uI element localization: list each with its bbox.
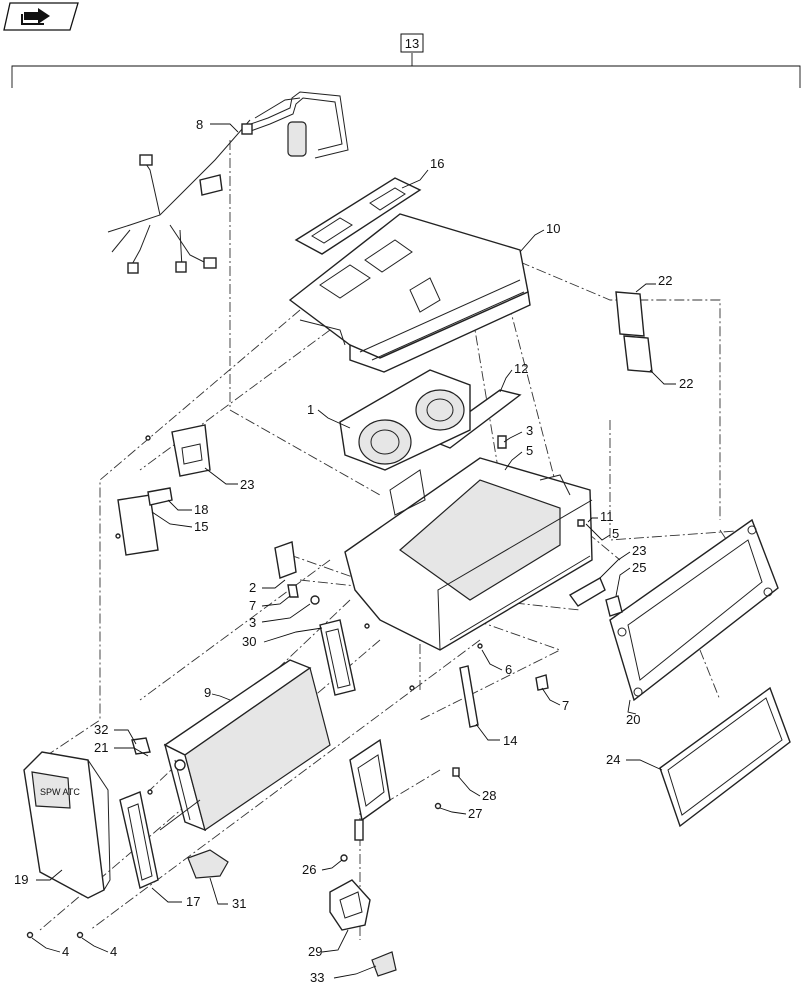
callout-4-right: 4 xyxy=(110,944,117,959)
lower-housing xyxy=(344,457,593,651)
callout-18: 18 xyxy=(194,502,208,517)
callout-11: 11 xyxy=(600,509,614,524)
fasteners xyxy=(26,435,585,939)
filter-frame xyxy=(609,518,779,702)
callout-30: 30 xyxy=(242,634,256,649)
callout-32: 32 xyxy=(94,722,108,737)
actuator-bracket xyxy=(349,738,391,841)
upper-housing xyxy=(288,213,531,373)
callout-33: 33 xyxy=(310,970,324,985)
callout-22-bottom: 22 xyxy=(679,376,693,391)
assembly-ref-label: 13 xyxy=(405,36,419,51)
callout-7-left: 7 xyxy=(249,598,256,613)
motor-end xyxy=(371,951,397,977)
callout-23-right: 23 xyxy=(632,543,646,558)
callout-14: 14 xyxy=(503,733,517,748)
callout-3-top: 3 xyxy=(526,423,533,438)
callout-10: 10 xyxy=(546,221,560,236)
sensor-plate xyxy=(274,541,297,579)
callout-1: 1 xyxy=(307,402,314,417)
sensor-module xyxy=(171,424,211,477)
leader-lines xyxy=(31,123,676,979)
callout-5-top: 5 xyxy=(526,443,533,458)
callout-12: 12 xyxy=(514,361,528,376)
blower-assembly xyxy=(339,369,471,471)
callout-labels: 8 16 10 22 22 12 1 3 5 23 18 15 11 5 23 … xyxy=(14,117,693,985)
callout-9: 9 xyxy=(204,685,211,700)
mode-actuator xyxy=(329,879,371,931)
callout-19: 19 xyxy=(14,872,28,887)
callout-29: 29 xyxy=(308,944,322,959)
callout-27: 27 xyxy=(468,806,482,821)
callout-28: 28 xyxy=(482,788,496,803)
retaining-clip xyxy=(568,577,623,617)
callout-8: 8 xyxy=(196,117,203,132)
heater-core xyxy=(159,659,331,832)
callout-24: 24 xyxy=(606,752,620,767)
callout-4-left: 4 xyxy=(62,944,69,959)
callout-21: 21 xyxy=(94,740,108,755)
callout-5-right: 5 xyxy=(612,526,619,541)
callout-26: 26 xyxy=(302,862,316,877)
callout-23-top: 23 xyxy=(240,477,254,492)
callout-15: 15 xyxy=(194,519,208,534)
switch-module xyxy=(187,849,229,879)
callout-20: 20 xyxy=(626,712,640,727)
gasket-frame xyxy=(319,619,356,696)
assembly-bracket: 13 xyxy=(11,33,801,88)
callout-25: 25 xyxy=(632,560,646,575)
foam-seal-top xyxy=(294,177,422,255)
control-panel-label: SPW ATC xyxy=(40,787,80,797)
control-panel: SPW ATC xyxy=(23,751,111,899)
book-arrow-icon[interactable] xyxy=(3,2,79,31)
trim-plate xyxy=(119,791,159,889)
callout-7-right: 7 xyxy=(562,698,569,713)
refrigerant-line xyxy=(241,91,349,159)
callout-16: 16 xyxy=(430,156,444,171)
assembly-ref-box xyxy=(400,33,424,53)
callout-6: 6 xyxy=(505,662,512,677)
wiring-harness xyxy=(107,97,301,274)
callout-2: 2 xyxy=(249,580,256,595)
callout-31: 31 xyxy=(232,896,246,911)
drain-tube xyxy=(459,665,479,728)
knob xyxy=(131,737,151,755)
callout-22-top: 22 xyxy=(658,273,672,288)
filter-element xyxy=(659,686,791,828)
callout-17: 17 xyxy=(186,894,200,909)
circuit-board xyxy=(117,487,173,556)
callout-3-left: 3 xyxy=(249,615,256,630)
cabin-filter-top xyxy=(615,291,653,373)
